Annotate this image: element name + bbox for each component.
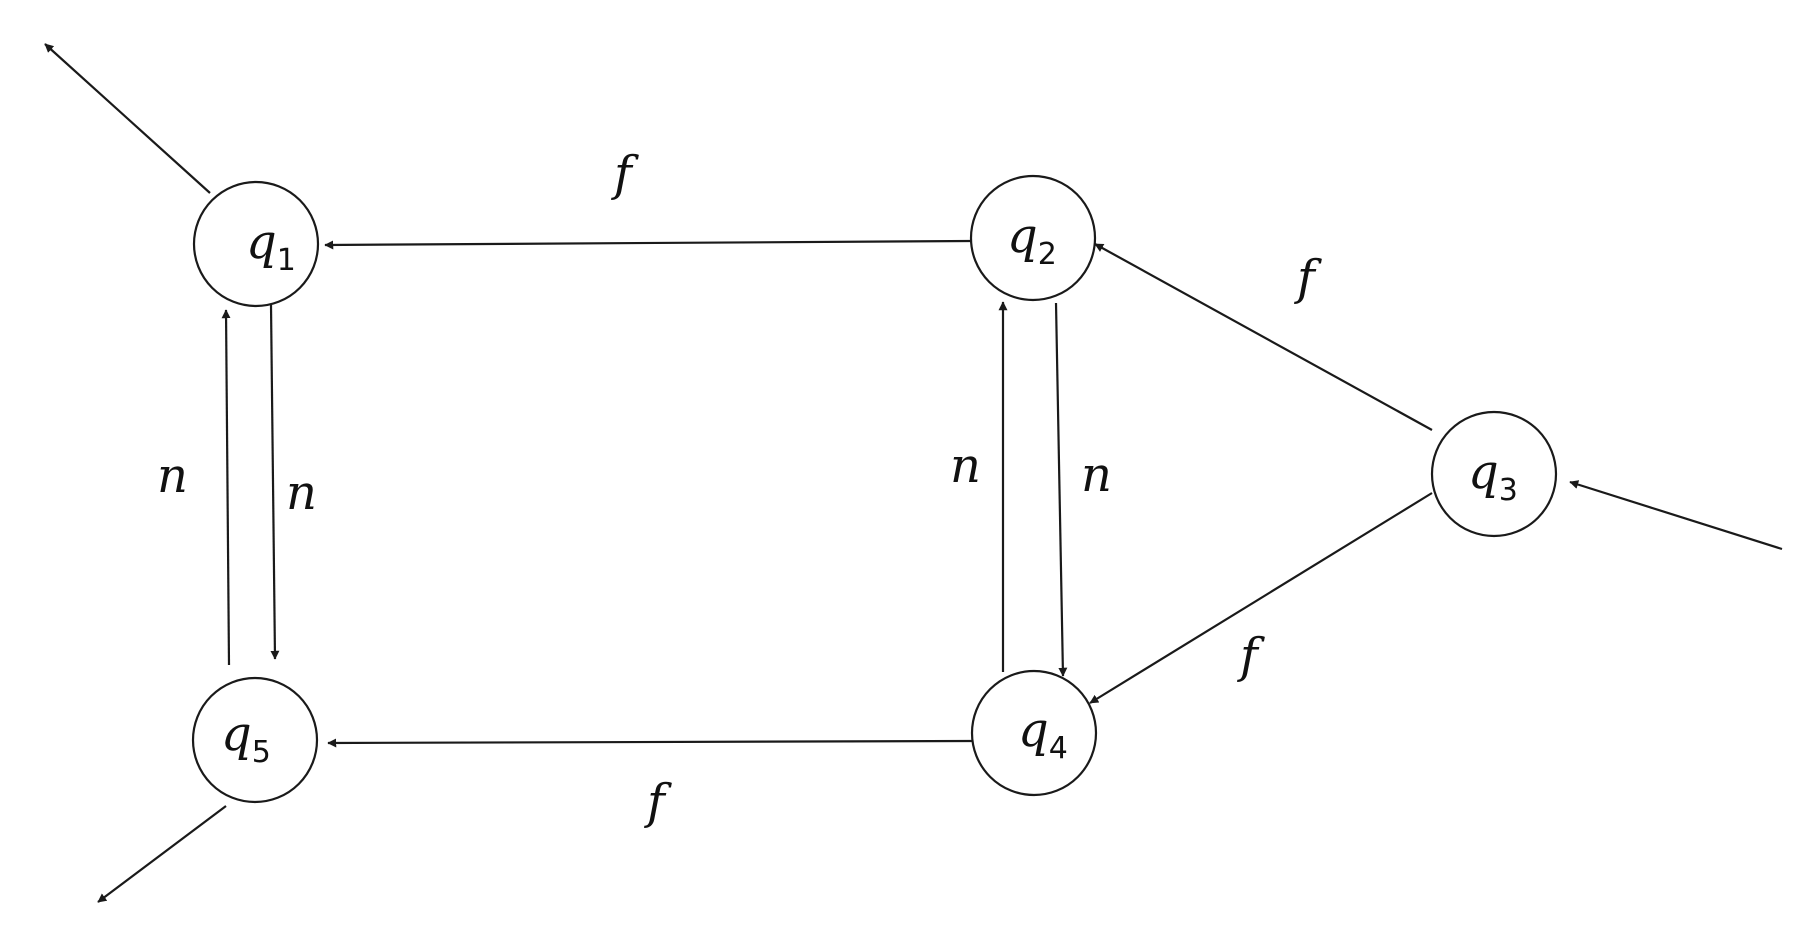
state-q1-symbol: q — [246, 214, 277, 270]
edge-label-q4-q5: f — [644, 774, 672, 830]
state-q4-subscript: 4 — [1049, 731, 1068, 766]
state-q3: q3 — [1430, 410, 1558, 538]
edge-label-q4-q2: n — [950, 438, 981, 494]
state-q1: q1 — [192, 180, 320, 308]
state-q5: q5 — [191, 676, 319, 804]
state-q3-subscript: 3 — [1499, 473, 1518, 508]
edge-labels: f f f f n n n n — [157, 146, 1322, 830]
edge-q2-q1 — [324, 239, 972, 250]
edge-label-q2-q1: f — [611, 146, 639, 202]
edge-q2-q4 — [1054, 302, 1068, 677]
state-q1-subscript: 1 — [277, 243, 296, 278]
svg-text:q4: q4 — [1018, 702, 1068, 766]
state-q2-subscript: 2 — [1038, 237, 1057, 272]
svg-text:q3: q3 — [1468, 444, 1518, 508]
state-q3-symbol: q — [1468, 444, 1499, 500]
edge-q3-q4 — [1089, 492, 1433, 704]
edges — [44, 43, 1783, 903]
svg-text:q1: q1 — [246, 214, 296, 278]
state-q2-symbol: q — [1007, 208, 1038, 264]
edge-q1-q5 — [269, 304, 280, 660]
state-q5-subscript: 5 — [252, 735, 271, 770]
initial-arrow-q3 — [1569, 480, 1783, 551]
state-q4-symbol: q — [1018, 702, 1049, 758]
edge-q3-q2 — [1094, 243, 1433, 431]
edge-label-q3-q2: f — [1294, 250, 1322, 306]
state-q5-symbol: q — [221, 706, 252, 762]
edge-label-q1-q5: n — [286, 465, 317, 521]
svg-text:q2: q2 — [1007, 208, 1057, 272]
final-arrow-q1 — [44, 43, 211, 194]
edge-q5-q1 — [221, 309, 231, 666]
edge-q4-q5 — [327, 738, 973, 748]
edge-label-q3-q4: f — [1237, 628, 1265, 684]
final-arrow-q5 — [97, 805, 227, 903]
state-q4: q4 — [970, 669, 1098, 797]
nodes: q1 q2 q3 q4 q5 — [191, 174, 1558, 804]
svg-text:q5: q5 — [221, 706, 271, 770]
state-q2: q2 — [969, 174, 1097, 302]
edge-label-q2-q4: n — [1081, 447, 1112, 503]
edge-label-q5-q1: n — [157, 448, 188, 504]
